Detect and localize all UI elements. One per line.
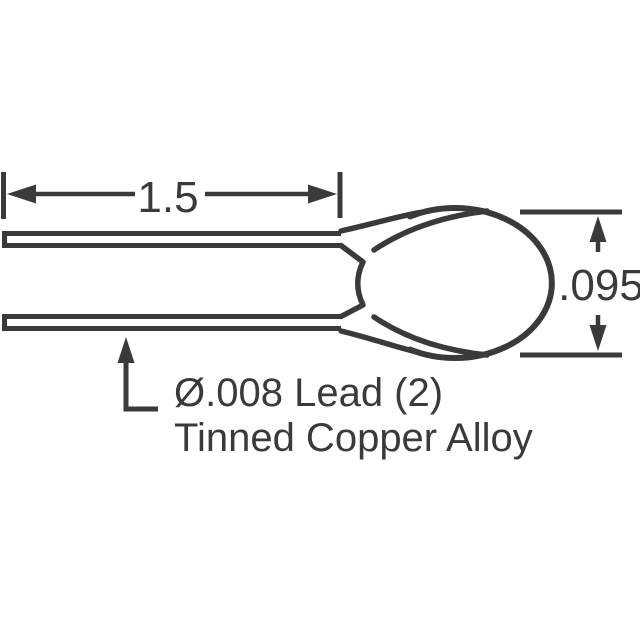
- body-bottom-coat-line: [338, 328, 422, 356]
- lead-note: Ø.008 Lead (2) Tinned Copper Alloy: [174, 371, 533, 461]
- top-lead-outline: [2, 231, 341, 248]
- lead-note-line1: Ø.008 Lead (2): [174, 371, 444, 415]
- arrowhead-up-icon: [589, 216, 607, 242]
- body-size-value: .095: [558, 261, 640, 310]
- body-ellipse: [407, 205, 555, 361]
- body-inner-arc-bottom: [371, 314, 490, 358]
- arrowhead-right-icon: [308, 184, 337, 204]
- arrowhead-up-leader-icon: [117, 337, 135, 363]
- body-size-dimension: [520, 209, 622, 358]
- component-body: [338, 205, 555, 361]
- body-left-waist: [338, 242, 366, 320]
- lead-length-value: 1.5: [137, 173, 199, 222]
- lead-length-dimension: [1, 172, 343, 219]
- lead-note-line2: Tinned Copper Alloy: [174, 416, 533, 460]
- arrowhead-down-icon: [589, 325, 607, 351]
- top-lead: [2, 231, 341, 248]
- lead-note-leader: [117, 337, 158, 412]
- leader-line: [123, 360, 158, 412]
- body-top-coat-line: [338, 209, 422, 234]
- bottom-lead-outline: [2, 314, 341, 331]
- body-inner-arc-top: [371, 208, 490, 253]
- bottom-lead: [2, 314, 341, 331]
- arrowhead-left-icon: [7, 184, 36, 204]
